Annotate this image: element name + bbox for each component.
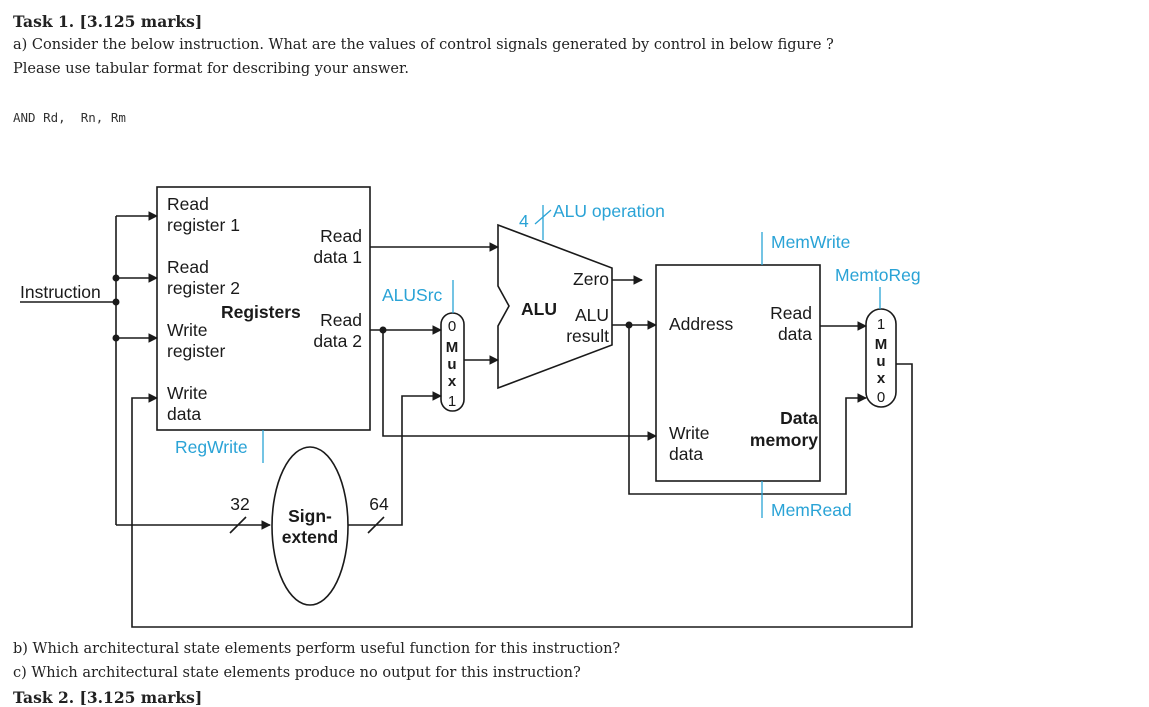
junction-write-reg bbox=[112, 334, 120, 342]
regwrite-label: RegWrite bbox=[175, 437, 248, 457]
alu-op-width: 4 bbox=[519, 211, 529, 231]
mem-read-data-line1: Read bbox=[770, 303, 812, 323]
alu-zero: Zero bbox=[573, 269, 609, 289]
read-reg2-line1: Read bbox=[167, 257, 209, 277]
wire-alu-bypass bbox=[628, 325, 867, 495]
sign-extend-out-width: 64 bbox=[369, 494, 389, 514]
width-slash-64 bbox=[367, 516, 385, 534]
alusrc-label: ALUSrc bbox=[382, 285, 443, 305]
alu-op-width-slash bbox=[534, 209, 552, 225]
instruction-label: Instruction bbox=[20, 282, 101, 302]
memread-label: MemRead bbox=[771, 500, 852, 520]
mux-left-top: 0 bbox=[448, 318, 456, 335]
mem-write-data-line1: Write bbox=[669, 423, 710, 443]
alu-name: ALU bbox=[521, 299, 557, 319]
read-data2-line2: data 2 bbox=[313, 331, 362, 351]
mux-right-top: 1 bbox=[877, 316, 885, 333]
alu-result-line1: ALU bbox=[575, 305, 609, 325]
question-a-line2: Please use tabular format for describing… bbox=[13, 61, 409, 77]
question-b: b) Which architectural state elements pe… bbox=[13, 641, 621, 657]
memtoreg-label: MemtoReg bbox=[835, 265, 921, 285]
mux-left-bottom: 1 bbox=[448, 393, 456, 410]
question-c: c) Which architectural state elements pr… bbox=[13, 665, 581, 681]
task-title: Task 1. [3.125 marks] bbox=[13, 12, 203, 31]
sign-extend-in-width: 32 bbox=[230, 494, 249, 514]
alu-operation-label: ALU operation bbox=[553, 201, 665, 221]
wire-to-mem-write-data bbox=[382, 330, 657, 441]
mux-right-m: M bbox=[875, 336, 888, 353]
width-slash-32 bbox=[229, 516, 247, 534]
read-reg1-line1: Read bbox=[167, 194, 209, 214]
junction-instruction bbox=[112, 298, 120, 306]
sign-extend-line2: extend bbox=[282, 527, 338, 547]
wire-sign-extend-out bbox=[348, 391, 442, 526]
question-a-line1: a) Consider the below instruction. What … bbox=[13, 37, 834, 53]
data-memory-box bbox=[655, 264, 821, 482]
sign-extend-line1: Sign- bbox=[288, 506, 332, 526]
memwrite-label: MemWrite bbox=[771, 232, 850, 252]
memto-reg-mux bbox=[865, 308, 897, 408]
mem-read-data-line2: data bbox=[778, 324, 812, 344]
mem-name-line2: memory bbox=[750, 430, 818, 450]
mux-left-u: u bbox=[447, 356, 456, 373]
junction-read-data2 bbox=[379, 326, 387, 334]
mux-left-m: M bbox=[446, 339, 459, 356]
mux-right-x: x bbox=[877, 370, 886, 387]
read-reg1-line2: register 1 bbox=[167, 215, 240, 235]
wire-writeback bbox=[131, 363, 913, 628]
junction-alu-result bbox=[625, 321, 633, 329]
mem-name-line1: Data bbox=[780, 408, 818, 428]
write-reg-line2: register bbox=[167, 341, 226, 361]
mux-right-u: u bbox=[876, 353, 885, 370]
junction-reg2 bbox=[112, 274, 120, 282]
mux-right-bottom: 0 bbox=[877, 389, 885, 406]
registers-name: Registers bbox=[221, 302, 301, 322]
mem-write-data-line2: data bbox=[669, 444, 703, 464]
mux-left-x: x bbox=[448, 373, 457, 390]
sign-extend-ellipse bbox=[271, 446, 349, 606]
read-reg2-line2: register 2 bbox=[167, 278, 240, 298]
instruction-code: AND Rd, Rn, Rm bbox=[13, 110, 126, 125]
write-data-line2: data bbox=[167, 404, 201, 424]
alu-result-line2: result bbox=[566, 326, 609, 346]
mem-address: Address bbox=[669, 314, 733, 334]
read-data1-line2: data 1 bbox=[313, 247, 362, 267]
read-data2-line1: Read bbox=[320, 310, 362, 330]
read-data1-line1: Read bbox=[320, 226, 362, 246]
write-reg-line1: Write bbox=[167, 320, 208, 340]
write-data-line1: Write bbox=[167, 383, 208, 403]
